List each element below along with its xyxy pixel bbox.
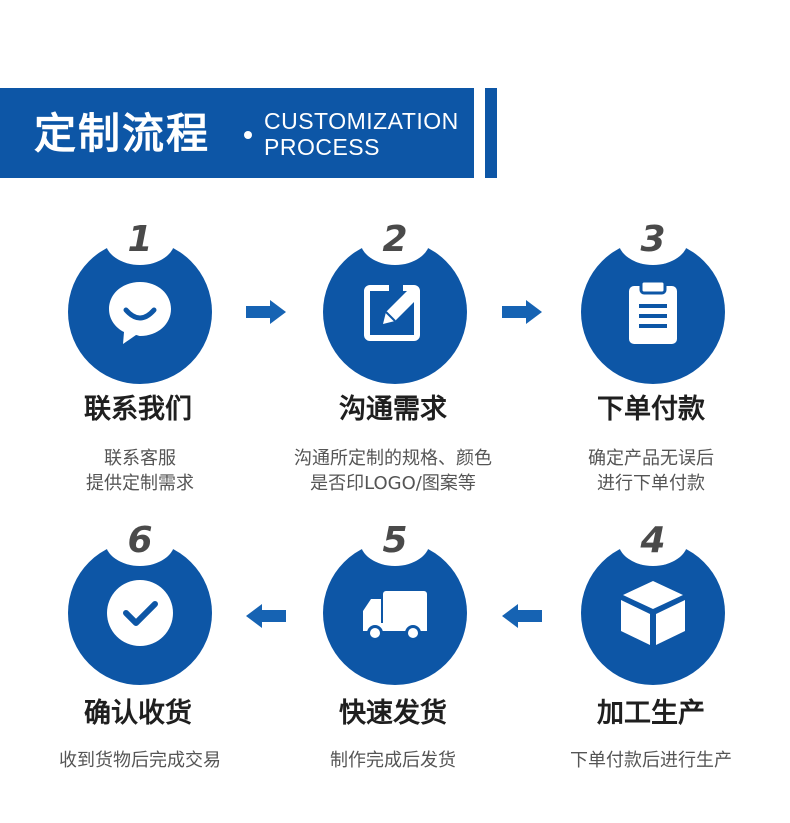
step-4-circle: 4 [581, 516, 725, 685]
step-1-number: 1 [127, 219, 153, 260]
subtitle-line-1: CUSTOMIZATION [264, 108, 459, 134]
step-1-desc-line-2: 提供定制需求 [86, 473, 194, 494]
header-banner [0, 88, 474, 178]
step-3-desc-line-2: 进行下单付款 [597, 473, 705, 494]
step-2-title: 沟通需求 [339, 394, 447, 425]
step-3-title: 下单付款 [597, 394, 705, 425]
step-1-desc-line-1: 联系客服 [104, 448, 176, 469]
step-5-circle: 5 [323, 516, 467, 685]
arrow-right-icon [502, 300, 542, 324]
step-1-desc: 联系客服 提供定制需求 [10, 446, 270, 496]
chat-bubble-icon [109, 282, 171, 344]
step-3-number: 3 [640, 219, 666, 260]
step-5-number: 5 [382, 520, 408, 561]
step-4-number: 4 [640, 520, 666, 561]
step-2-desc-line-1: 沟通所定制的规格、颜色 [294, 448, 492, 469]
step-6-circle: 6 [68, 516, 212, 685]
step-6-desc-line-1: 收到货物后完成交易 [59, 750, 221, 771]
step-1-title: 联系我们 [84, 394, 192, 425]
edit-note-icon [364, 280, 420, 341]
subtitle-line-2: PROCESS [264, 134, 380, 160]
step-6-desc: 收到货物后完成交易 [10, 748, 270, 773]
step-6-number: 6 [127, 520, 153, 561]
page-title: 定制流程 [34, 109, 211, 158]
clipboard-icon [629, 279, 677, 344]
title-separator-dot [244, 131, 252, 139]
step-4-title: 加工生产 [597, 698, 705, 729]
step-6-title: 确认收货 [84, 698, 192, 729]
step-2-desc-line-2: 是否印LOGO/图案等 [310, 473, 476, 494]
box-icon [621, 581, 685, 645]
header-banner-stripe [485, 88, 497, 178]
step-1-circle: 1 [68, 215, 212, 384]
truck-icon [363, 591, 427, 641]
arrow-left-icon [502, 604, 542, 628]
step-5-title: 快速发货 [339, 698, 447, 729]
step-5-desc: 制作完成后发货 [263, 748, 523, 773]
arrow-right-icon [246, 300, 286, 324]
step-4-desc: 下单付款后进行生产 [521, 748, 781, 773]
step-2-number: 2 [382, 219, 408, 260]
step-4-desc-line-1: 下单付款后进行生产 [570, 750, 732, 771]
arrow-left-icon [246, 604, 286, 628]
page-subtitle-en: CUSTOMIZATION PROCESS [264, 108, 459, 160]
step-2-circle: 2 [323, 215, 467, 384]
step-2-desc: 沟通所定制的规格、颜色 是否印LOGO/图案等 [263, 446, 523, 496]
step-3-circle: 3 [581, 215, 725, 384]
check-circle-icon [107, 580, 173, 646]
step-5-desc-line-1: 制作完成后发货 [330, 750, 456, 771]
step-3-desc-line-1: 确定产品无误后 [588, 448, 714, 469]
step-3-desc: 确定产品无误后 进行下单付款 [521, 446, 781, 496]
